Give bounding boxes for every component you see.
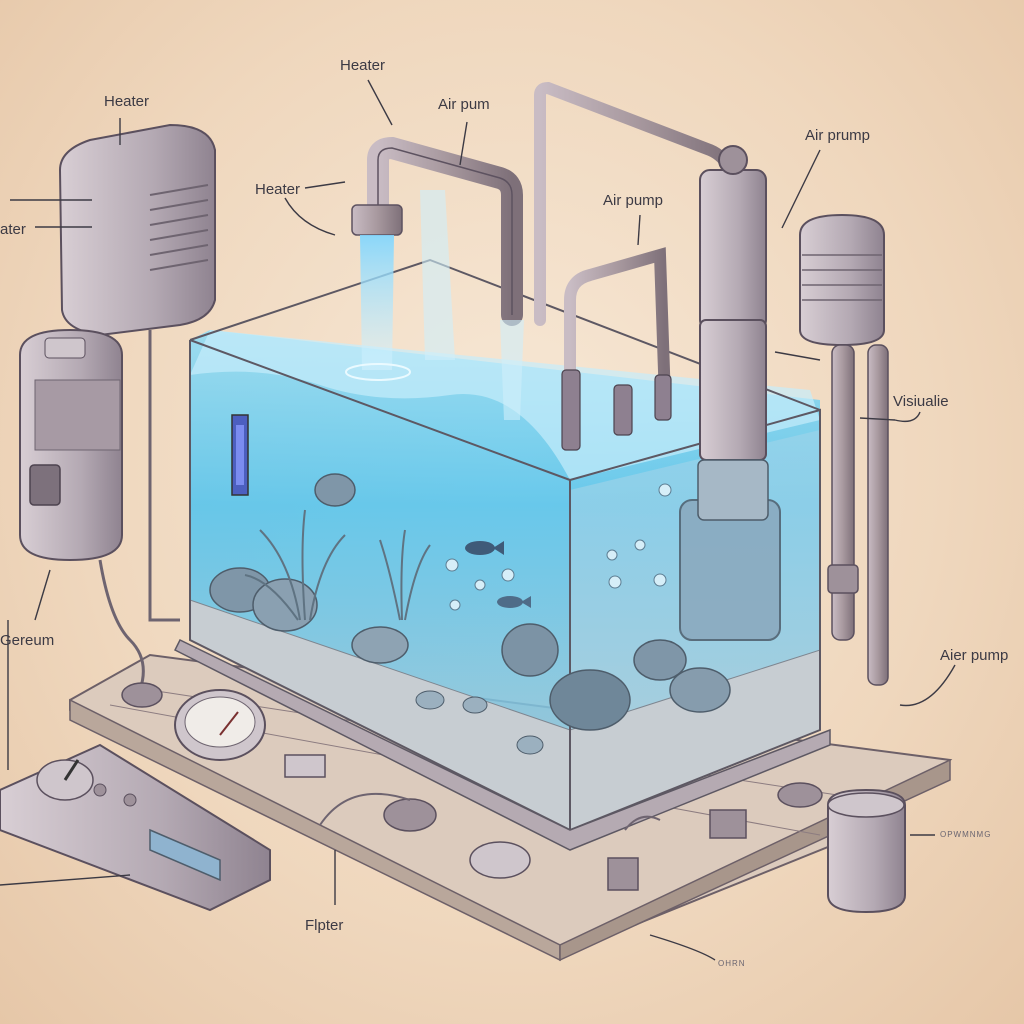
label-heater-cut: ater [0, 221, 26, 238]
rocks-and-plants [209, 473, 731, 755]
fish [465, 541, 531, 608]
canister-filter-column [679, 145, 781, 641]
label-aier-pump: Aier pump [940, 647, 1009, 664]
bubbles [445, 483, 672, 611]
submersible-heater [231, 414, 249, 496]
base-fixtures [319, 782, 823, 891]
left-cylinder-device [19, 328, 163, 708]
gauge [174, 689, 326, 778]
heater-box [58, 123, 216, 622]
label-visualie: Visiualie [893, 393, 949, 410]
label-air-pum: Air pum [438, 96, 490, 113]
controller-box [0, 743, 271, 912]
leader-lines [0, 79, 956, 961]
label-heater-top: Heater [340, 57, 386, 74]
water-streams [345, 190, 524, 420]
filter-canister [827, 788, 906, 914]
label-air-prump: Air prump [805, 127, 871, 144]
label-flpter: Flpter [305, 917, 344, 934]
label-tiny-right: OPWMNMG [940, 830, 992, 839]
label-tiny-bottom: OHRN [718, 959, 746, 968]
label-heater-mid: Heater [255, 181, 301, 198]
right-air-pump-device [799, 213, 889, 686]
label-gereum: Gereum [0, 632, 55, 649]
label-heater-left: Heater [104, 93, 150, 110]
label-air-pump-mid: Air pump [603, 192, 664, 209]
pipes [351, 81, 736, 451]
